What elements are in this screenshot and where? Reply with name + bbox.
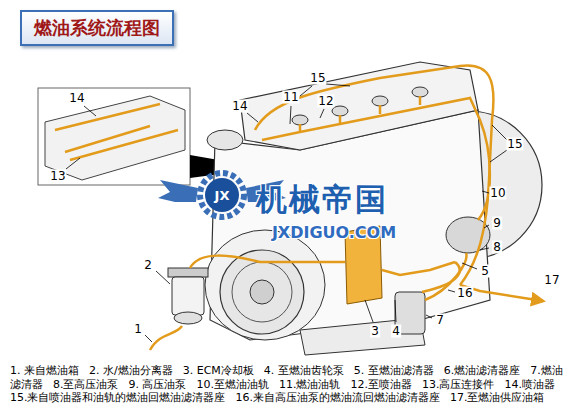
legend-note: 6.燃油滤清器座 [444,364,521,377]
water-separator [172,277,204,315]
legend-note: 1. 来自燃油箱 [10,364,79,377]
legend-note: 3. ECM冷却板 [183,364,254,377]
callout-number: 14 [68,92,85,105]
thermostat-housing [207,130,243,150]
callout-number: 17 [543,274,560,287]
callout-number: 16 [456,287,473,300]
legend-notes: 1. 来自燃油箱 2. 水/燃油分离器 3. ECM冷却板 4. 至燃油齿轮泵 5. 至… [10,364,566,405]
legend-note: 5. 至燃油滤清器 [354,364,434,377]
callout-number: 15 [506,138,523,151]
callout-number: 4 [391,325,401,338]
callout-number: 8 [492,241,502,254]
callout-number: 7 [435,314,445,327]
callout-number: 15 [309,72,326,85]
callout-number: 12 [317,95,334,108]
callout-number: 10 [489,187,506,200]
separator-bracket [168,268,208,277]
fuel-lines [150,65,543,350]
callout-number: 13 [49,170,66,183]
watermark-logo: JX [215,188,230,203]
callout-number: 9 [492,217,502,230]
callout-number: 1 [133,323,143,336]
callout-number: 11 [282,91,299,104]
leader-lines [66,84,507,342]
legend-note: 14.喷油器 [505,378,556,391]
callout-number: 2 [143,259,153,272]
watermark-url: JXDIGUO.COM [272,223,396,242]
legend-note: 8.至高压油泵 [53,378,119,391]
legend-note: 15.来自喷油器和油轨的燃油回燃油滤清器座 [10,391,226,404]
diagram-title: 燃油系统流程图 [34,16,160,40]
gear-cover [205,230,325,340]
legend-note: 4. 至燃油齿轮泵 [264,364,344,377]
legend-note: 17.至燃油供应油箱 [450,391,545,404]
legend-note: 9. 高压油泵 [129,378,187,391]
inset-engine [45,96,185,180]
inset-fuel-line [55,104,178,160]
callout-number: 5 [480,265,490,278]
inset-frame [38,88,190,185]
title-box: 燃油系统流程图 [20,10,174,46]
pulley-hub [250,280,274,304]
legend-note: 2. 水/燃油分离器 [89,364,173,377]
legend-note: 13.高压连接件 [422,378,495,391]
callout-number: 14 [231,100,248,113]
engine-block [210,110,490,340]
pulley-ring [232,262,292,322]
callout-number: 3 [370,325,380,338]
legend-note: 12.至喷油器 [351,378,413,391]
watermark: 机械帝国 [256,179,388,221]
legend-note: 10.至燃油油轨 [197,378,270,391]
separator-bowl [174,312,202,324]
legend-note: 16.来自高压油泵的燃油流回燃油滤清器座 [236,391,441,404]
legend-note: 11.燃油油轨 [279,378,341,391]
